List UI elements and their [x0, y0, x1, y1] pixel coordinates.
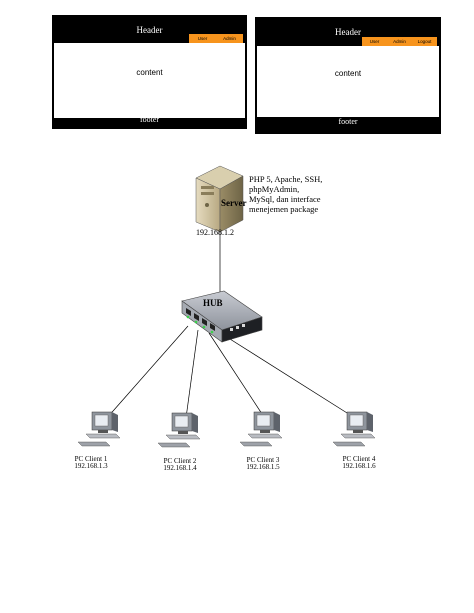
- link-hub-client4: [221, 333, 356, 419]
- pc-client-3-icon: [239, 411, 283, 447]
- mockup-nav: User Admin Logout: [362, 37, 437, 46]
- mockup-content: content: [54, 43, 245, 118]
- pc-client-2-icon: [157, 412, 201, 448]
- hub-ports: [186, 308, 215, 334]
- pc-client-4-icon: [332, 411, 376, 447]
- nav-logout: Logout: [412, 37, 437, 46]
- pc-client-1-icon: [77, 411, 121, 447]
- hub-icon: [181, 290, 263, 343]
- client-name: PC Client 1: [74, 455, 108, 463]
- pc-client-4-label: PC Client 4 192.168.1.6: [331, 456, 387, 470]
- note-line: phpMyAdmin,: [249, 184, 300, 194]
- pc-client-3-label: PC Client 3 192.168.1.5: [235, 457, 291, 471]
- mockup-header: Header: [257, 19, 439, 39]
- client-name: PC Client 2: [163, 457, 197, 465]
- nav-admin: Admin: [216, 34, 243, 43]
- link-hub-client1: [105, 325, 189, 420]
- layout-mockup-left: Header User Admin content footer: [52, 15, 247, 129]
- client-ip: 192.168.1.5: [246, 463, 280, 471]
- mockup-footer: footer: [257, 117, 439, 132]
- nav-user: User: [189, 34, 216, 43]
- pc-client-1-label: PC Client 1 192.168.1.3: [63, 456, 119, 470]
- server-software-note: PHP 5, Apache, SSH, phpMyAdmin, MySql, d…: [249, 174, 359, 214]
- server-icon: [195, 165, 244, 233]
- note-line: menejemen package: [249, 204, 319, 214]
- mockup-content: content: [257, 46, 439, 121]
- link-hub-client3: [208, 332, 265, 418]
- layout-mockup-right: Header User Admin Logout content footer: [255, 17, 441, 134]
- nav-user: User: [362, 37, 387, 46]
- client-name: PC Client 4: [342, 455, 376, 463]
- nav-admin: Admin: [387, 37, 412, 46]
- link-hub-client2: [185, 329, 199, 419]
- note-line: MySql, dan interface: [249, 194, 321, 204]
- client-ip: 192.168.1.4: [163, 464, 197, 472]
- pc-client-2-label: PC Client 2 192.168.1.4: [152, 458, 208, 472]
- mockup-header: Header: [54, 17, 245, 35]
- hub-label: HUB: [203, 298, 223, 308]
- server-ip: 192.168.1.2: [196, 228, 234, 237]
- mockup-footer: footer: [54, 116, 245, 129]
- client-ip: 192.168.1.3: [74, 462, 108, 470]
- client-ip: 192.168.1.6: [342, 462, 376, 470]
- mockup-nav: User Admin: [189, 34, 243, 43]
- client-name: PC Client 3: [246, 456, 280, 464]
- note-line: PHP 5, Apache, SSH,: [249, 174, 323, 184]
- server-label: Server: [221, 198, 246, 208]
